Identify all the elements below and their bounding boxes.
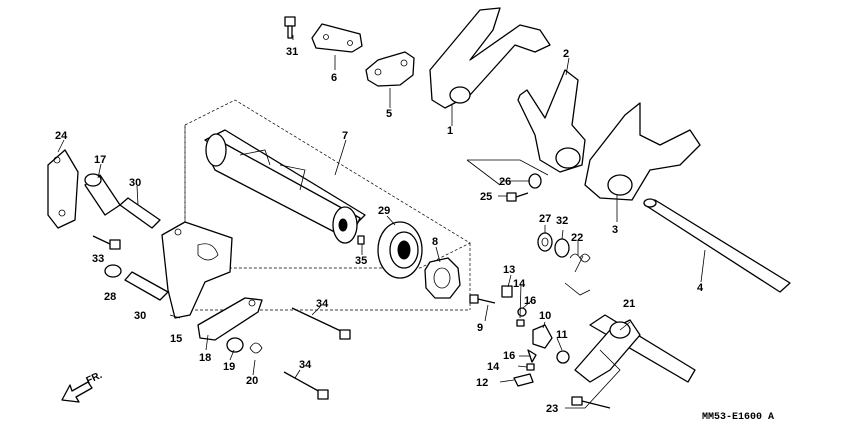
callout-35: 35 xyxy=(355,255,367,267)
callout-33: 33 xyxy=(92,253,104,265)
callout-31: 31 xyxy=(286,46,298,58)
bolt-33 xyxy=(92,235,121,250)
callout-9: 9 xyxy=(477,322,483,334)
part-13 xyxy=(501,285,513,298)
washer-28 xyxy=(104,264,122,278)
spring-20 xyxy=(249,342,263,354)
shift-fork-3 xyxy=(584,102,701,201)
clip-32 xyxy=(554,238,570,258)
callout-29: 29 xyxy=(378,205,390,217)
bolt-23 xyxy=(571,396,611,409)
callout-32: 32 xyxy=(556,215,568,227)
shift-fork-2 xyxy=(517,69,586,173)
bolt-34-upper xyxy=(291,307,351,340)
bolt-25 xyxy=(506,192,529,202)
shift-drum-7 xyxy=(204,129,366,244)
arm-18 xyxy=(197,297,263,341)
callout-8: 8 xyxy=(432,236,438,248)
callout-7: 7 xyxy=(342,130,348,142)
callout-5: 5 xyxy=(386,108,392,120)
diagram-code: MM53-E1600 A xyxy=(702,412,774,423)
callout-6: 6 xyxy=(331,72,337,84)
pin-35 xyxy=(357,235,365,245)
collar-26 xyxy=(528,173,542,189)
callout-4: 4 xyxy=(697,282,704,294)
callout-23: 23 xyxy=(546,403,558,415)
callout-17: 17 xyxy=(94,154,106,166)
plate-15 xyxy=(161,221,233,319)
bolt-31 xyxy=(284,16,296,39)
callout-2: 2 xyxy=(563,48,569,60)
callout-21: 21 xyxy=(623,298,635,310)
callout-27: 27 xyxy=(539,213,551,225)
stopper-arm-10 xyxy=(532,324,553,349)
callout-18: 18 xyxy=(199,352,211,364)
callout-11: 11 xyxy=(556,329,568,341)
callout-28: 28 xyxy=(104,291,116,303)
callout-25: 25 xyxy=(480,191,492,203)
front-arrow-icon xyxy=(61,381,93,403)
nut-11 xyxy=(556,350,570,364)
front-label: FR. xyxy=(85,370,104,387)
washer-27 xyxy=(537,232,553,252)
spring-22 xyxy=(569,253,591,273)
callout-19: 19 xyxy=(223,361,235,373)
bolt-9 xyxy=(469,294,496,304)
callout-26: 26 xyxy=(499,176,511,188)
bearing-29 xyxy=(377,221,423,279)
bolt-34-lower xyxy=(283,371,329,400)
collar-17 xyxy=(84,173,121,216)
callout-14b: 14 xyxy=(487,361,500,373)
callout-24: 24 xyxy=(55,130,68,142)
collar-19 xyxy=(226,337,244,353)
callout-1: 1 xyxy=(447,125,453,137)
shift-fork-1 xyxy=(429,7,551,109)
callout-10: 10 xyxy=(539,310,551,322)
fork-shaft-4 xyxy=(643,198,791,293)
drum-center-8 xyxy=(424,257,461,299)
callout-3: 3 xyxy=(612,224,618,236)
part-12 xyxy=(513,373,534,387)
shift-spindle-21 xyxy=(574,314,696,383)
callout-30a: 30 xyxy=(129,177,141,189)
shaft-30-upper xyxy=(119,197,161,229)
callout-34b: 34 xyxy=(299,359,312,371)
part-14-upper xyxy=(516,319,525,327)
callout-16b: 16 xyxy=(503,350,515,362)
callout-20: 20 xyxy=(246,375,258,387)
callout-14a: 14 xyxy=(513,278,526,290)
callout-34a: 34 xyxy=(316,298,329,310)
plate-6 xyxy=(311,23,363,53)
callout-22: 22 xyxy=(571,232,583,244)
callout-30b: 30 xyxy=(134,310,146,322)
shaft-30-lower xyxy=(124,271,169,301)
callout-13: 13 xyxy=(503,264,515,276)
part-16-upper xyxy=(517,307,527,317)
callout-16a: 16 xyxy=(524,295,536,307)
callout-12: 12 xyxy=(476,377,488,389)
callouts: 1 2 3 4 5 6 7 8 9 10 11 12 13 14 14 15 1… xyxy=(55,46,774,423)
part-14-lower xyxy=(526,363,535,371)
callout-15: 15 xyxy=(170,333,182,345)
plate-24 xyxy=(47,149,79,229)
plate-5 xyxy=(365,51,415,87)
